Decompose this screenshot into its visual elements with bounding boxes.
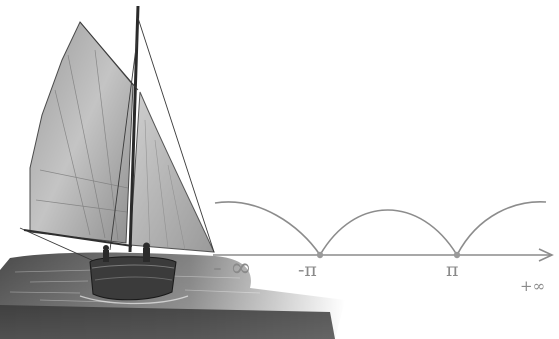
- label-pi: π: [446, 259, 459, 281]
- label-positive-infinity: +∞: [520, 277, 546, 295]
- sailboat-illustration: [19, 5, 215, 305]
- arc-left: [214, 201, 321, 256]
- number-line: [213, 201, 554, 262]
- hull: [89, 256, 177, 301]
- mast: [128, 5, 140, 253]
- jib-sail: [129, 91, 215, 253]
- tick-point-pi: [453, 251, 461, 259]
- label-negative-infinity: - ∞: [213, 253, 252, 283]
- mainsail: [29, 21, 134, 244]
- tick-point-neg-pi: [316, 251, 324, 259]
- axis-arrowhead: [538, 248, 554, 262]
- boom: [23, 229, 133, 247]
- label-negative-pi: -π: [298, 259, 317, 281]
- arc-middle: [319, 209, 458, 256]
- arc-right: [456, 201, 547, 256]
